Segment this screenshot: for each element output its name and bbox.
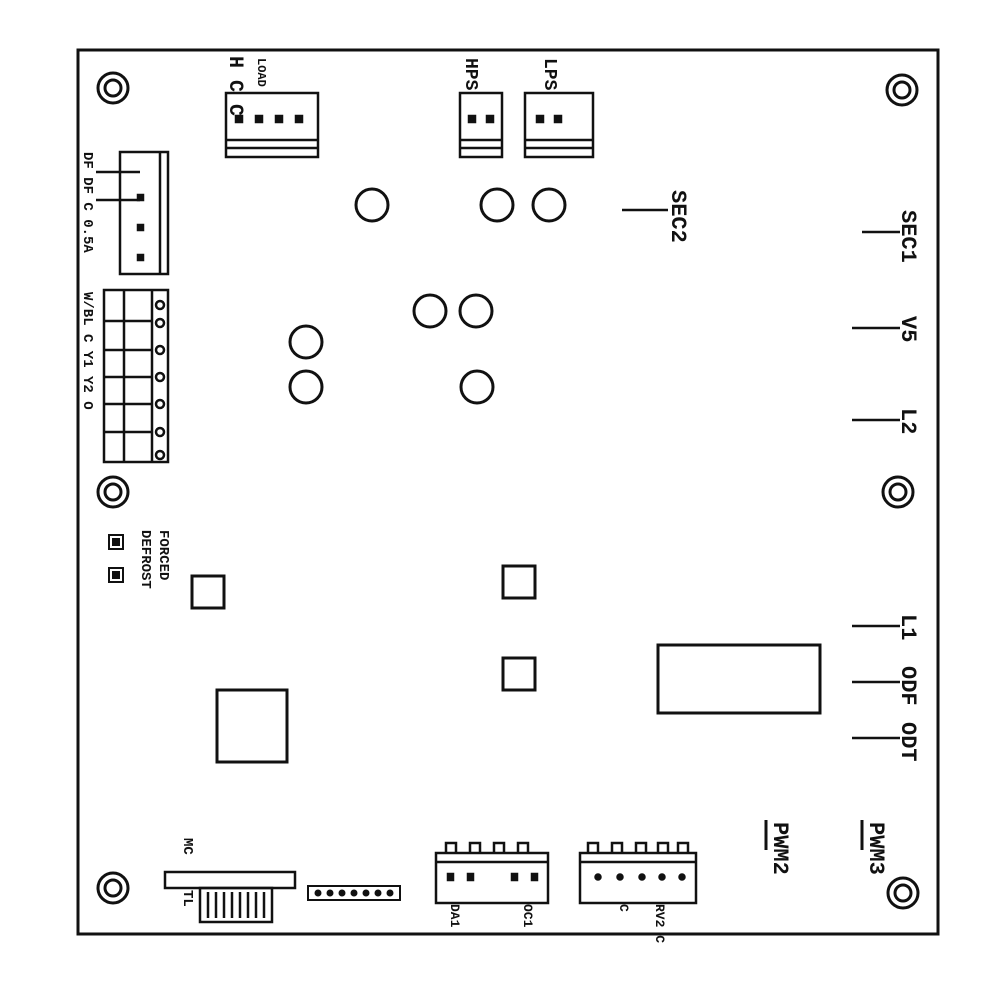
terminal-strip-label: W/BL C Y1 Y2 O bbox=[79, 292, 95, 410]
mounting-hole-bl bbox=[96, 871, 130, 905]
chip-small-center-bottom bbox=[501, 656, 537, 692]
top-load-connector bbox=[224, 91, 320, 159]
bottom-connector-1-label-a: DA1 bbox=[447, 904, 462, 928]
pwm3-label: PWM3 bbox=[863, 822, 888, 875]
capacitor-2 bbox=[479, 187, 515, 223]
forced-defrost-pins bbox=[108, 534, 124, 583]
round-components bbox=[288, 187, 567, 405]
left-defrost-connector bbox=[96, 150, 170, 276]
terminal-leads bbox=[622, 208, 900, 740]
bottom-connector-2-label-b: RV2 C bbox=[652, 904, 667, 943]
lps-label: LPS bbox=[539, 58, 559, 91]
lps-connector bbox=[523, 91, 595, 159]
bottom-connector-1-label-b: OC1 bbox=[520, 904, 535, 928]
board-outline bbox=[76, 48, 940, 936]
bottom-connector-1 bbox=[434, 841, 550, 905]
mounting-hole-tl bbox=[96, 71, 130, 105]
mc-tl-connector bbox=[163, 870, 297, 924]
pwm2-label: PWM2 bbox=[767, 822, 792, 875]
mc-label: MC bbox=[179, 838, 195, 855]
capacitor-3 bbox=[531, 187, 567, 223]
chip-small-center-top bbox=[501, 564, 537, 600]
mounting-hole-mr bbox=[881, 475, 915, 509]
capacitor-1 bbox=[354, 187, 390, 223]
tl-label: TL bbox=[179, 890, 195, 907]
chips bbox=[190, 564, 822, 764]
defrost-label: DEFROST bbox=[137, 530, 153, 589]
capacitor-5 bbox=[458, 293, 494, 329]
odt-label: ODT bbox=[895, 722, 920, 762]
forced-label: FORCED bbox=[155, 530, 171, 580]
top-connector-label: H C C bbox=[223, 56, 246, 116]
capacitor-4 bbox=[412, 293, 448, 329]
pwm-headers bbox=[764, 820, 864, 850]
terminal-strip bbox=[102, 288, 170, 464]
sec1-label: SEC1 bbox=[895, 210, 920, 263]
top-connector-sublabel: LOAD bbox=[254, 58, 268, 87]
bottom-connector-2 bbox=[578, 841, 698, 905]
bottom-connector-2-label-a: C bbox=[616, 904, 631, 912]
mounting-hole-ml bbox=[96, 475, 130, 509]
v5-label: V5 bbox=[895, 316, 920, 342]
l2-label: L2 bbox=[895, 408, 920, 434]
hps-connector bbox=[458, 91, 504, 159]
capacitor-6 bbox=[288, 324, 324, 360]
relay-block bbox=[656, 643, 822, 715]
mounting-holes bbox=[96, 71, 920, 910]
sec2-label: SEC2 bbox=[665, 190, 690, 243]
chip-small-left bbox=[190, 574, 226, 610]
pin-header-row bbox=[307, 885, 401, 901]
odf-label: ODF bbox=[895, 666, 920, 706]
left-connector-label: DF DF C 0.5A bbox=[79, 152, 95, 253]
hps-label: HPS bbox=[460, 58, 480, 91]
capacitor-8 bbox=[459, 369, 495, 405]
capacitor-7 bbox=[288, 369, 324, 405]
l1-label: L1 bbox=[895, 614, 920, 640]
chip-large bbox=[215, 688, 289, 764]
mounting-hole-br bbox=[886, 876, 920, 910]
mounting-hole-tr bbox=[885, 73, 919, 107]
